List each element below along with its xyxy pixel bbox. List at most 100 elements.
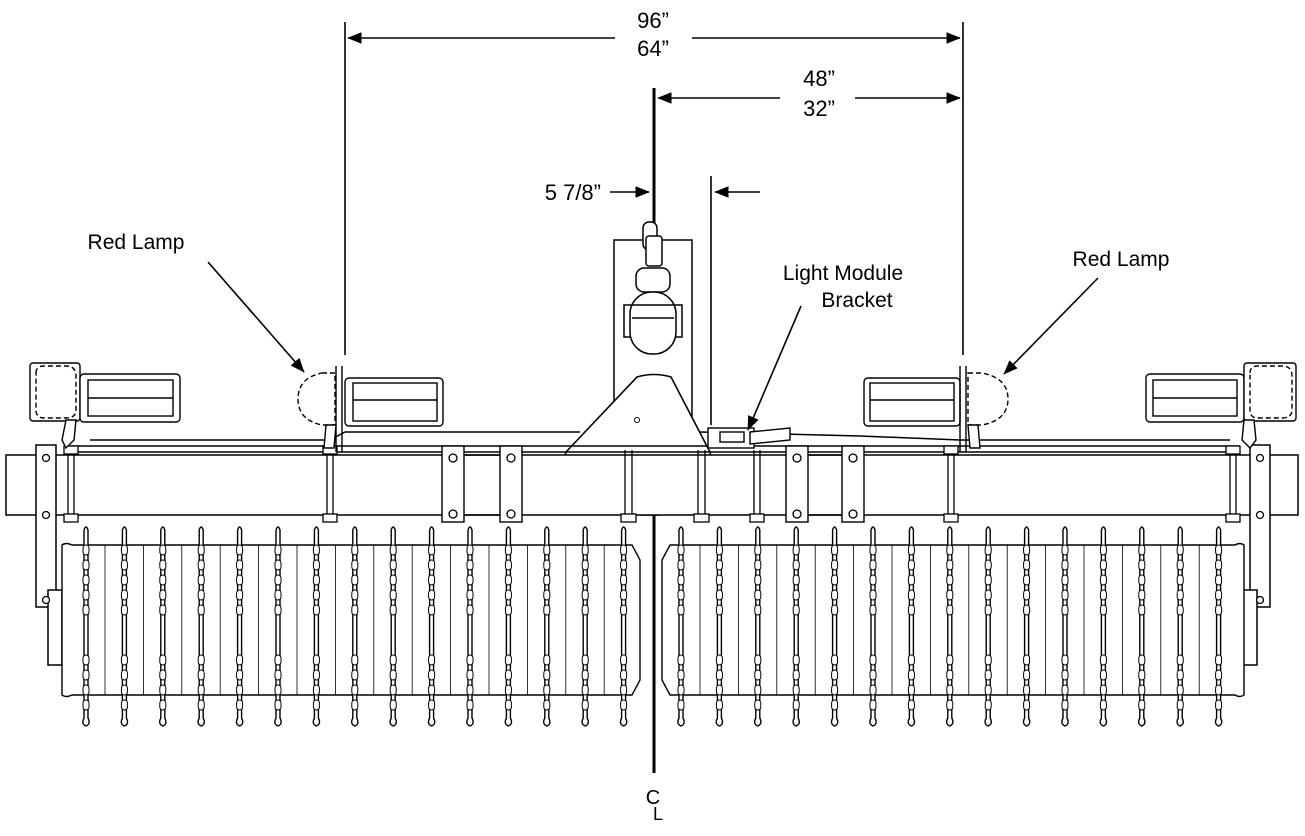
chain-link	[120, 574, 128, 586]
hanger-nut	[693, 513, 710, 523]
chain-link	[984, 669, 992, 681]
wire-harness-left	[90, 431, 580, 441]
chain-link	[715, 684, 723, 696]
red-lamp-left-assembly	[297, 366, 444, 452]
harrow-tine	[120, 526, 129, 727]
chain-link	[197, 544, 205, 556]
chain-link	[1176, 604, 1184, 616]
chain-link	[677, 699, 685, 711]
harrow-tine	[82, 526, 90, 727]
chain-link	[197, 559, 205, 571]
chain-link	[946, 544, 954, 556]
chain-link	[1099, 604, 1107, 616]
chain-link	[581, 654, 589, 666]
hanger-nut	[1225, 445, 1241, 455]
harrow-tine	[350, 526, 359, 727]
chain-link	[907, 574, 915, 586]
chain-link	[236, 589, 244, 601]
red-lamp-right-mount	[967, 424, 981, 449]
chain-link	[351, 699, 359, 711]
hitch-coupler-body	[629, 291, 677, 355]
chain-link	[831, 574, 839, 586]
chain-link	[715, 559, 723, 571]
chain-link	[1215, 544, 1223, 556]
harrow-tine	[1176, 526, 1185, 727]
hanger-nut	[620, 513, 637, 523]
chain-link	[715, 669, 723, 681]
chain-link	[581, 544, 589, 556]
chain-link	[1061, 574, 1069, 586]
chain-link	[82, 699, 90, 711]
chain-link	[1215, 669, 1223, 681]
chain-link	[428, 684, 436, 696]
chain-link	[236, 544, 244, 556]
end-plate-left	[35, 444, 57, 608]
harrow-tine	[235, 526, 244, 727]
chain-link	[581, 559, 589, 571]
chain-link	[715, 654, 723, 666]
chain-link	[1099, 589, 1107, 601]
chain-link	[389, 654, 397, 666]
chain-link	[677, 574, 685, 586]
chain-link	[159, 544, 167, 556]
chain-link	[581, 574, 589, 586]
main-beam	[5, 454, 1299, 516]
chain-link	[543, 669, 551, 681]
chain-link	[677, 604, 685, 616]
red-lamp-left	[297, 372, 336, 426]
red-lamp-right-assembly	[863, 366, 1009, 452]
end-bracket-left	[47, 589, 63, 666]
chain-link	[677, 669, 685, 681]
chain-link	[543, 699, 551, 711]
chain-link	[869, 669, 877, 681]
chain-link	[1061, 559, 1069, 571]
hanger-nut	[1225, 513, 1241, 523]
chain-link	[869, 544, 877, 556]
hanger-nut	[63, 445, 79, 455]
hanger-nut	[943, 445, 959, 455]
chain-link	[543, 589, 551, 601]
chain-link	[620, 589, 628, 601]
chain-link	[389, 589, 397, 601]
chain-link	[1176, 544, 1184, 556]
chain-link	[1215, 699, 1223, 711]
clamp-bolt	[848, 453, 858, 463]
chain-link	[82, 559, 90, 571]
dimension-overall	[344, 22, 964, 355]
chain-link	[1099, 574, 1107, 586]
chain-link	[120, 589, 128, 601]
chain-link	[351, 684, 359, 696]
chain-link	[312, 604, 320, 616]
label-light-module-line2: Bracket	[821, 289, 892, 312]
chain-link	[82, 654, 90, 666]
chain-link	[351, 559, 359, 571]
chain-link	[1215, 654, 1223, 666]
chain-link	[504, 669, 512, 681]
chain-link	[869, 559, 877, 571]
chain-link	[581, 699, 589, 711]
chain-link	[504, 589, 512, 601]
chain-link	[197, 574, 205, 586]
chain-link	[197, 604, 205, 616]
chain-link	[466, 574, 474, 586]
chain-link	[236, 559, 244, 571]
chain-link	[428, 589, 436, 601]
chain-link	[831, 684, 839, 696]
chain-link	[1176, 699, 1184, 711]
chain-link	[1099, 699, 1107, 711]
chain-link	[1138, 654, 1146, 666]
chain-link	[236, 574, 244, 586]
harrow-tine	[753, 526, 762, 727]
end-plate-right	[1249, 444, 1271, 608]
chain-link	[274, 604, 282, 616]
chain-link	[159, 574, 167, 586]
chain-link	[831, 669, 839, 681]
chain-link	[236, 604, 244, 616]
chain-link	[312, 699, 320, 711]
hanger-rods	[67, 450, 1237, 515]
chain-link	[1023, 574, 1031, 586]
chain-link	[831, 654, 839, 666]
harrow-tine	[792, 526, 801, 727]
chain-link	[831, 559, 839, 571]
hanger-nut	[63, 513, 79, 523]
